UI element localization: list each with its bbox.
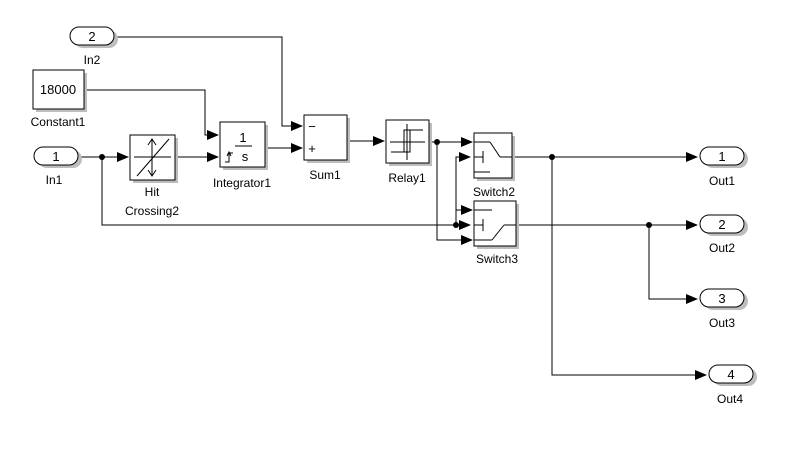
inport-in1-label: In1 bbox=[46, 173, 63, 187]
block-hit-crossing2[interactable]: Hit Crossing2 bbox=[125, 134, 179, 218]
line-control-switch2-mid[interactable] bbox=[455, 152, 471, 225]
outport-out2[interactable]: 2 Out2 bbox=[699, 214, 748, 255]
block-relay1[interactable]: Relay1 bbox=[385, 119, 432, 185]
block-integrator1[interactable]: 1 s Integrator1 bbox=[213, 121, 271, 190]
block-sum1[interactable]: − + Sum1 bbox=[303, 114, 350, 182]
line-switch2-out4[interactable] bbox=[551, 157, 707, 380]
branch-points bbox=[99, 139, 652, 228]
reset-rising-icon bbox=[225, 152, 233, 163]
outport-out2-label: Out2 bbox=[709, 241, 735, 255]
block-switch3[interactable]: Switch3 bbox=[473, 200, 519, 266]
outport-out1[interactable]: 1 Out1 bbox=[699, 146, 748, 188]
integrator1-numerator: 1 bbox=[239, 130, 246, 145]
outport-out4[interactable]: 4 Out4 bbox=[708, 364, 757, 406]
branch-dot-control bbox=[453, 222, 459, 228]
inport-in2-number: 2 bbox=[88, 29, 95, 44]
line-switch3-out3[interactable] bbox=[648, 225, 698, 304]
line-control-switch3-top[interactable] bbox=[455, 180, 473, 215]
outport-out4-label: Out4 bbox=[717, 392, 743, 406]
switch-icon bbox=[474, 209, 516, 241]
block-constant1[interactable]: 18000 Constant1 bbox=[31, 69, 87, 129]
outport-out3[interactable]: 3 Out3 bbox=[699, 288, 748, 330]
hit-crossing2-label-line1: Hit bbox=[145, 185, 160, 199]
relay-hysteresis-icon bbox=[390, 124, 425, 160]
outport-out2-number: 2 bbox=[718, 217, 725, 232]
outport-out1-number: 1 bbox=[718, 149, 725, 164]
hit-crossing2-label-line2: Crossing2 bbox=[125, 204, 179, 218]
relay1-label: Relay1 bbox=[388, 171, 426, 185]
hit-crossing-icon bbox=[134, 138, 171, 177]
integrator1-denominator: s bbox=[242, 149, 249, 164]
switch3-label: Switch3 bbox=[476, 252, 518, 266]
outport-out1-label: Out1 bbox=[709, 174, 735, 188]
inport-in2-label: In2 bbox=[84, 53, 101, 67]
inport-in2[interactable]: 2 In2 bbox=[69, 26, 118, 67]
line-constant-integrator[interactable] bbox=[85, 89, 219, 140]
block-switch2[interactable]: Switch2 bbox=[473, 132, 515, 199]
inport-in1-number: 1 bbox=[52, 149, 59, 164]
branch-dot-switch3-out bbox=[646, 222, 652, 228]
constant1-label: Constant1 bbox=[31, 115, 86, 129]
constant1-value: 18000 bbox=[40, 82, 76, 97]
line-in1-switch3[interactable] bbox=[101, 157, 471, 230]
branch-dot-relay bbox=[434, 139, 440, 145]
line-relay-switch3-bottom[interactable] bbox=[436, 142, 473, 245]
branch-dot-in1 bbox=[99, 154, 105, 160]
reset-arrow-icon bbox=[226, 150, 232, 157]
inport-in1[interactable]: 1 In1 bbox=[33, 146, 82, 187]
switch-icon bbox=[474, 141, 512, 173]
sum1-label: Sum1 bbox=[309, 168, 341, 182]
switch2-label: Switch2 bbox=[473, 185, 515, 199]
outport-out3-number: 3 bbox=[718, 291, 725, 306]
integrator1-label: Integrator1 bbox=[213, 176, 271, 190]
outport-out4-number: 4 bbox=[727, 367, 734, 382]
signal-lines bbox=[78, 36, 707, 380]
sum1-minus-sign: − bbox=[308, 119, 316, 134]
line-in2-sum[interactable] bbox=[115, 36, 303, 131]
branch-dot-switch2-out bbox=[549, 154, 555, 160]
sum1-plus-sign: + bbox=[308, 141, 316, 156]
outport-out3-label: Out3 bbox=[709, 316, 735, 330]
